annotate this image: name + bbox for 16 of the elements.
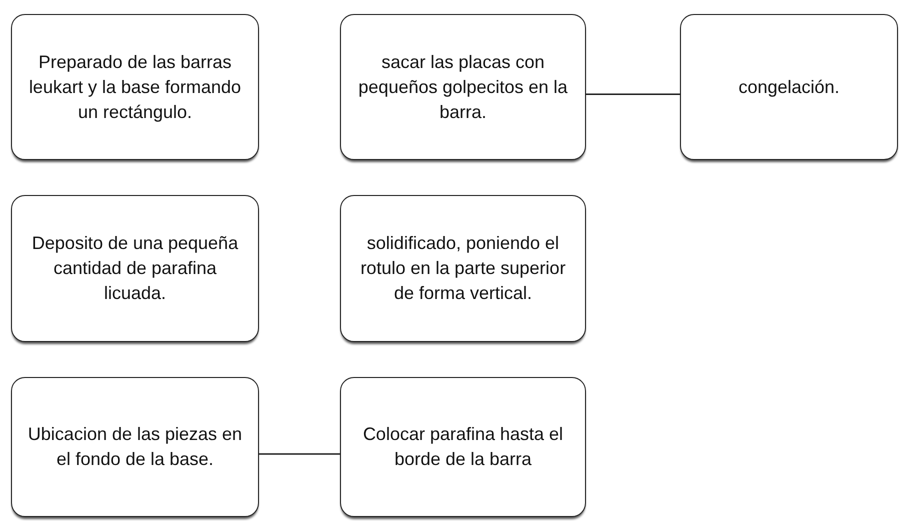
connector-line (586, 94, 680, 96)
step-text: Preparado de las barras leukart y la base formando un rectángulo. (28, 50, 242, 124)
process-box (11, 195, 259, 342)
process-box (11, 14, 259, 160)
step-text: sacar las placas con pequeños golpecitos en la barra. (357, 50, 569, 124)
step-text: Colocar parafina hasta el borde de la barra (362, 423, 564, 471)
step-text: congelación. (737, 76, 841, 99)
process-box (340, 14, 586, 160)
process-box (340, 377, 586, 517)
connector-line (259, 453, 340, 455)
process-box (11, 377, 259, 517)
step-text: Deposito de una pequeña cantidad de parafina licuada. (30, 232, 240, 305)
step-text: Ubicacion de las piezas en el fondo de la base. (26, 423, 244, 471)
step-text: solidificado, poniendo el rotulo en la parte superior de forma vertical. (359, 232, 567, 305)
process-box (680, 14, 898, 160)
process-box (340, 195, 586, 342)
